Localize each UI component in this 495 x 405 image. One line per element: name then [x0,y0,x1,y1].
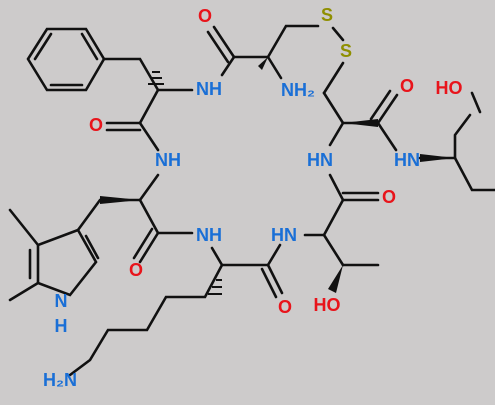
indole-hydrogen-label: H [55,316,68,336]
ch2-to-ca [322,91,345,125]
cys-wedge [258,57,268,70]
hn-label-bottom: HN [271,225,297,245]
hn-label-right: HN [394,150,420,170]
ca-wedge-right [343,119,378,127]
cys-to-nh2 [266,55,283,80]
trp-wedge [100,196,140,204]
carbonyl-bottom-to-hn [266,243,282,267]
carbonyl-top-o-2 [206,30,230,64]
nh-bottom-to-lys-ca [210,246,224,267]
phe-ca-to-carbonyl-left [138,88,160,125]
nh2-label-top: NH₂ [281,80,315,100]
hn-mid-to-ca [328,121,345,147]
oxygen-label-top-right: O [400,76,414,96]
ring-to-ho [470,91,482,114]
oxygen-label-bottom: O [278,297,292,317]
phenyl-inner-2 [80,32,99,61]
nh-label-top: NH [196,79,222,99]
hydroxyl-label-bottom: HO [314,295,341,315]
bonds [8,24,495,377]
oxygen-label-mid-right: O [382,187,396,207]
phe-side-chain [102,57,160,92]
amine-label-bottom: H₂N [43,370,77,390]
carbonyl-right-o-1 [376,93,399,125]
s-to-ch2 [322,61,345,95]
oxygen-label-top: O [198,6,212,26]
carbonyl-right-o-2 [369,89,392,121]
sulfur-label-bottom: S [340,41,352,61]
carbonyl-lower-left-o-2 [132,227,154,260]
cyclohexane-fragment [453,113,495,192]
carbonyl-right-to-hn [376,121,398,152]
indole-nitrogen-label: N [55,291,68,311]
carbonyl-bottom-o-2 [260,267,278,299]
trp-ca-to-carbonyl [138,198,160,235]
thr-ca-to-carbonyl [322,198,345,237]
carbonyl-to-hn-mid [328,173,345,202]
sulfur-label-top: S [321,5,333,25]
thr-ca-to-cb [322,233,345,267]
carbonyl-bottom-o-1 [266,263,284,295]
phenyl-ring [26,27,106,92]
indole-benzene-part [8,208,40,247]
indole-ring [36,228,98,297]
s-s-bond [331,26,345,42]
indole-benzene-part-2 [8,281,40,302]
nh-label-left: NH [155,150,181,170]
thr-wedge [328,265,343,293]
hash-wedges [148,71,222,295]
nh-carbonyl-top [220,55,236,77]
lys-side-chain [68,263,224,377]
carbonyl-top-o-1 [212,25,236,59]
carbonyl-lower-left-o-1 [138,231,160,264]
indole-inner [84,234,100,260]
stereo-wedges [100,57,455,293]
trp-side-chain [76,198,142,232]
hydroxyl-label-top-right: HO [436,78,463,98]
nh-left-to-trp-ca [138,173,160,202]
carbonyl-left-to-nh [138,121,160,152]
nh-label-bottom: NH [196,225,222,245]
ring-wedge [420,154,455,162]
cys-side-chain [266,24,320,59]
oxygen-label-left: O [89,115,103,135]
hn-label-mid-right: HN [307,150,333,170]
phenyl-inner-1 [33,32,53,61]
oxygen-label-lower-left: O [129,260,143,280]
